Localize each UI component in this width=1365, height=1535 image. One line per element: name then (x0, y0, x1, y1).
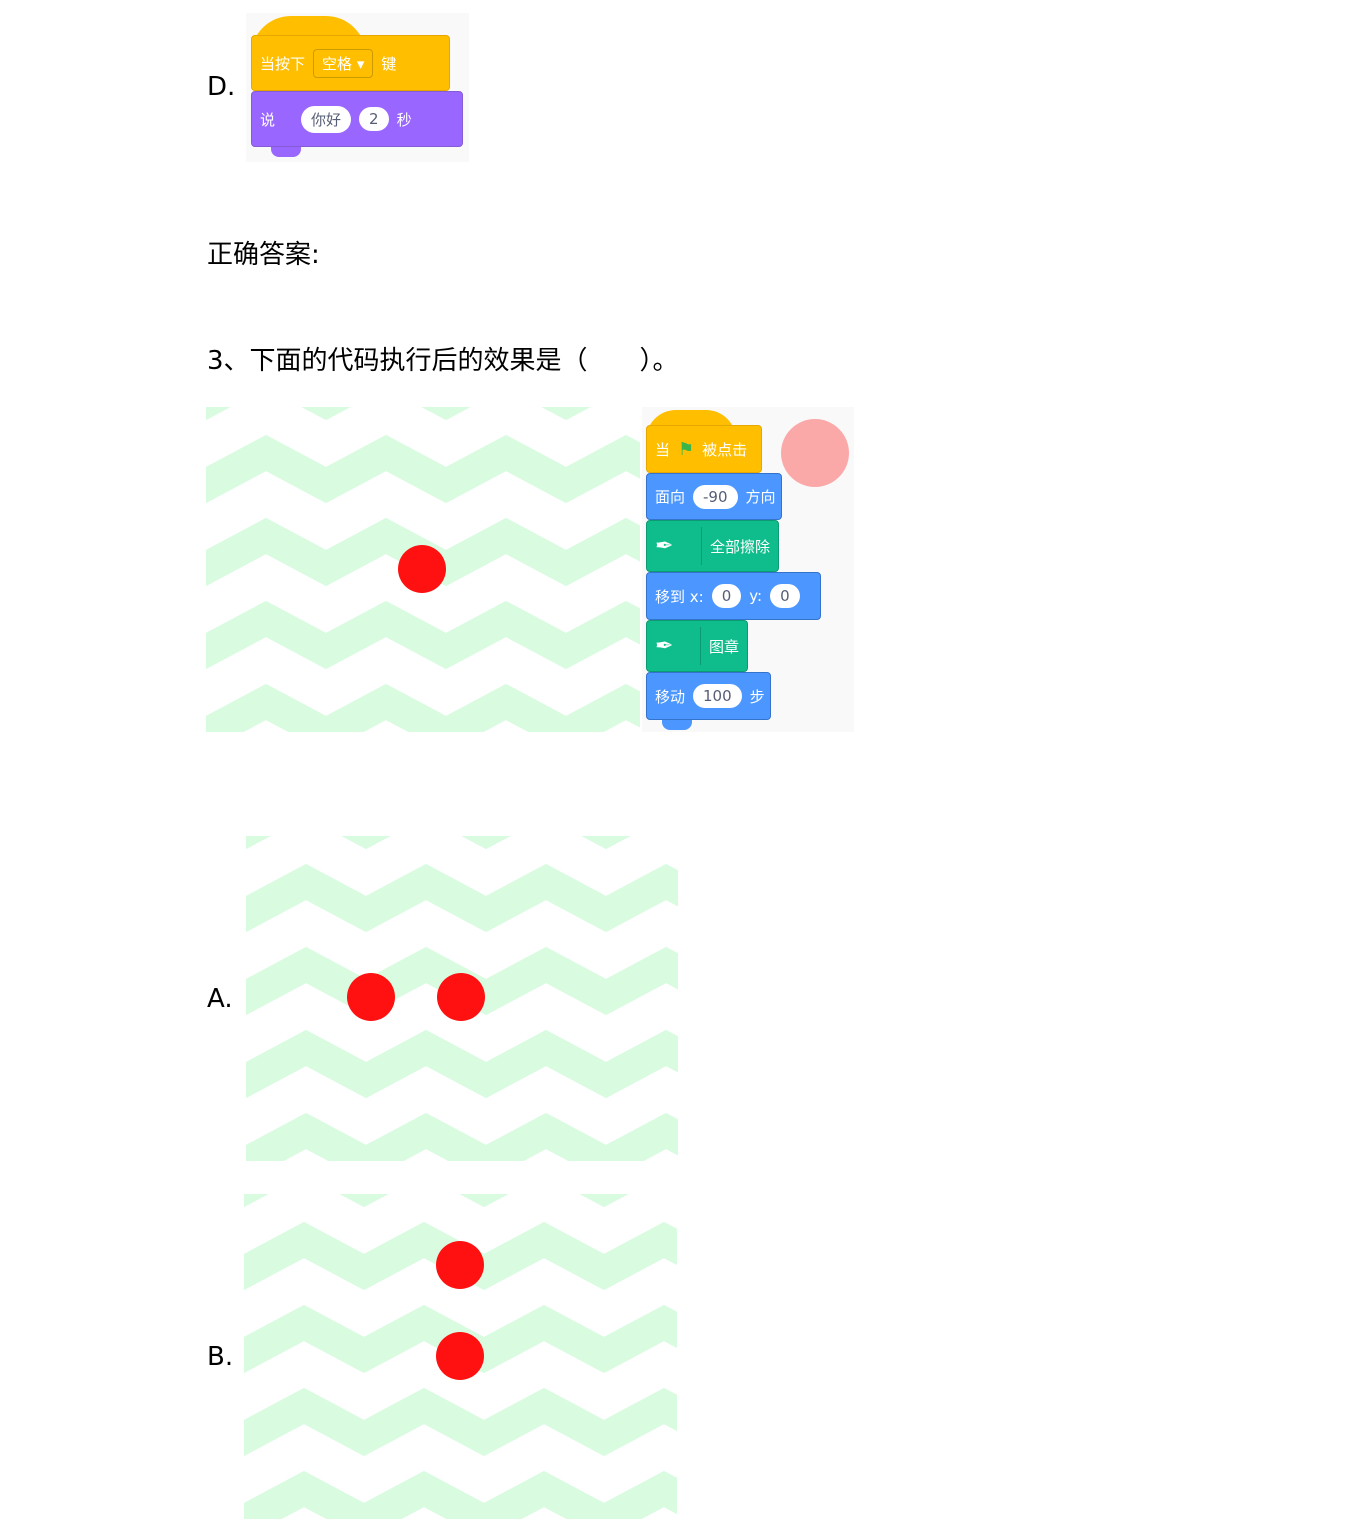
pen-icon: ✒ (655, 533, 674, 559)
triangle-down-icon: ▾ (356, 54, 365, 73)
pen-clear-block: ✒ 全部擦除 (646, 520, 779, 572)
hat-prefix: 当按下 (260, 54, 306, 73)
pen-stamp-block: ✒ 图章 (646, 620, 748, 672)
zigzag-band (246, 946, 678, 1016)
move-suffix: 步 (749, 687, 765, 706)
direction-value: -90 (693, 484, 738, 509)
steps-value: 100 (693, 684, 742, 708)
code-panel: 当 ⚑ 被点击 面向 -90 方向 ✒ 全部擦除 移到 x: 0 y: 0 ✒ … (642, 407, 854, 732)
option-b-stage[interactable] (244, 1194, 677, 1519)
zigzag-band (206, 683, 640, 732)
zigzag-band (244, 1221, 677, 1291)
zigzag-band (246, 1112, 678, 1161)
go-to-xy-block: 移到 x: 0 y: 0 (646, 572, 821, 620)
green-flag-icon: ⚑ (678, 438, 695, 460)
red-dot (347, 973, 395, 1021)
when-key-pressed-block: 当按下 空格 ▾ 键 (251, 35, 450, 91)
sprite-thumbnail (781, 419, 849, 487)
say-prefix: 说 (260, 110, 276, 129)
point-direction-block: 面向 -90 方向 (646, 473, 782, 520)
clear-label: 全部擦除 (709, 537, 770, 556)
say-seconds: 2 (359, 107, 389, 131)
move-prefix: 移动 (655, 687, 686, 706)
option-d-code-image: 当按下 空格 ▾ 键 说 你好 2 秒 (246, 13, 469, 162)
x-value: 0 (711, 584, 742, 608)
zigzag-band (206, 600, 640, 670)
zigzag-band (206, 517, 640, 587)
zigzag-band (244, 1304, 677, 1374)
say-suffix: 秒 (396, 110, 412, 129)
question-3-text: 3、下面的代码执行后的效果是（ ）。 (207, 346, 679, 376)
hat-suffix: 键 (381, 54, 397, 73)
goto-prefix: 移到 x: (655, 587, 704, 606)
move-steps-block: 移动 100 步 (646, 672, 771, 720)
option-b-label: B. (207, 1342, 234, 1372)
pen-icon: ✒ (655, 633, 674, 659)
stage-preview (206, 407, 640, 732)
option-a-label: A. (207, 984, 233, 1014)
option-d-label: D. (207, 72, 236, 102)
y-label: y: (749, 587, 763, 605)
zigzag-band (244, 1470, 677, 1519)
flag-prefix: 当 (655, 440, 671, 459)
key-dropdown: 空格 ▾ (313, 48, 374, 78)
red-dot (398, 545, 446, 593)
red-dot (436, 1241, 484, 1289)
stamp-label: 图章 (708, 637, 739, 656)
say-message: 你好 (301, 105, 352, 133)
answer-label: 正确答案: (207, 240, 320, 270)
red-dot (436, 1332, 484, 1380)
option-a-stage[interactable] (246, 836, 678, 1161)
flag-suffix: 被点击 (702, 440, 748, 459)
red-dot (437, 973, 485, 1021)
y-value: 0 (770, 584, 800, 608)
zigzag-band (206, 434, 640, 504)
when-flag-clicked-block: 当 ⚑ 被点击 (646, 425, 762, 473)
point-suffix: 方向 (745, 488, 776, 506)
zigzag-band (246, 1029, 678, 1099)
zigzag-band (246, 863, 678, 933)
zigzag-band (244, 1387, 677, 1457)
point-prefix: 面向 (655, 488, 686, 506)
say-block: 说 你好 2 秒 (251, 91, 463, 147)
